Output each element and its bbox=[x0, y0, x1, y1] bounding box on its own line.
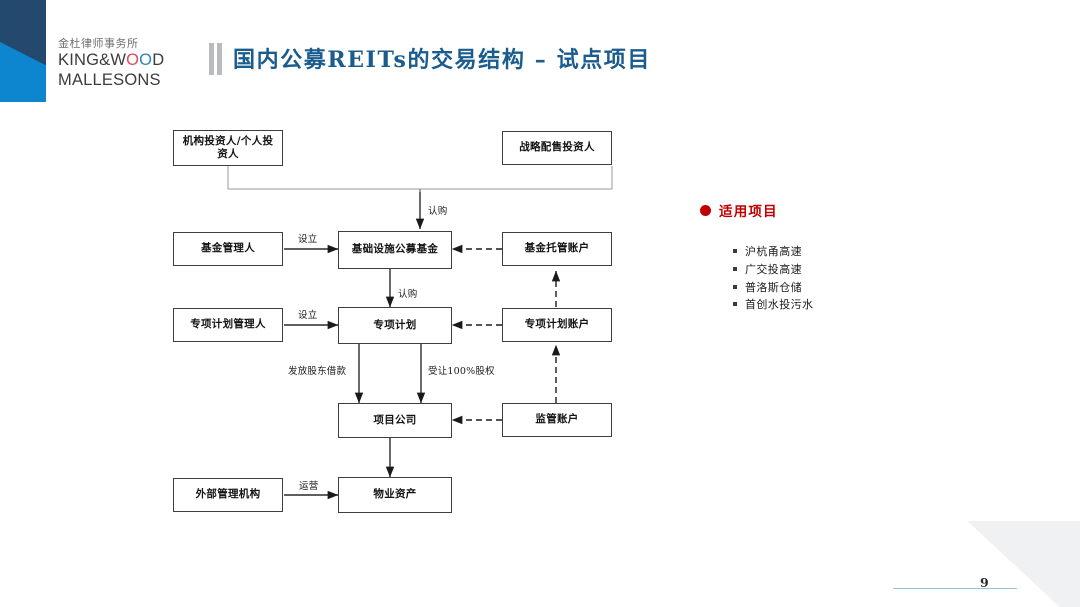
brand-logo-mark bbox=[0, 0, 46, 102]
square-bullet-icon bbox=[733, 249, 737, 253]
applicable-projects-label: 适用项目 bbox=[719, 204, 778, 220]
node-supervision-account[interactable]: 监管账户 bbox=[502, 403, 612, 437]
red-dot-icon bbox=[700, 204, 711, 216]
brand-wordmark: 金杜律师事务所 KING&WOOD MALLESONS bbox=[58, 38, 178, 90]
node-external-manager[interactable]: 外部管理机构 bbox=[173, 478, 283, 512]
page-title: 国内公募REITs的交易结构 – 试点项目 bbox=[233, 47, 651, 73]
list-item-label: 广交投高速 bbox=[745, 262, 802, 276]
edge-label-establish-fund: 设立 bbox=[298, 234, 318, 245]
list-item[interactable]: 沪杭甬高速 bbox=[733, 243, 813, 261]
edge-label-subscribe-mid: 认购 bbox=[398, 289, 418, 300]
page-number: 9 bbox=[980, 575, 989, 590]
list-item[interactable]: 首创水投污水 bbox=[733, 296, 813, 314]
title-accent-bar-1 bbox=[209, 43, 214, 75]
list-item-label: 沪杭甬高速 bbox=[745, 245, 802, 258]
list-item-label: 首创水投污水 bbox=[745, 298, 814, 312]
node-strategic-investors[interactable]: 战略配售投资人 bbox=[502, 131, 612, 165]
title-accent-bar-2 bbox=[217, 43, 222, 75]
node-fund-manager[interactable]: 基金管理人 bbox=[173, 232, 283, 266]
applicable-projects-heading: 适用项目 bbox=[700, 200, 778, 220]
square-bullet-icon bbox=[733, 284, 737, 289]
edge-label-subscribe-top: 认购 bbox=[428, 206, 448, 217]
list-item[interactable]: 普洛斯仓储 bbox=[733, 279, 813, 297]
brand-english-name-line2: MALLESONS bbox=[58, 71, 161, 90]
brand-english-name-line1: KING&WOOD bbox=[58, 51, 178, 69]
brand-en-o-blue: O bbox=[139, 51, 153, 69]
edge-label-operate: 运营 bbox=[299, 481, 319, 492]
edge-label-establish-plan: 设立 bbox=[298, 310, 318, 321]
brand-en-o-red: O bbox=[126, 51, 140, 69]
edge-label-equity-transfer: 受让100%股权 bbox=[428, 366, 495, 377]
node-institutional-investors[interactable]: 机构投资人/个人投资人 bbox=[173, 130, 283, 166]
brand-navy-triangle bbox=[0, 0, 46, 102]
title-accent-bars bbox=[209, 43, 225, 75]
node-special-plan-manager[interactable]: 专项计划管理人 bbox=[173, 308, 283, 342]
list-item[interactable]: 广交投高速 bbox=[733, 261, 813, 279]
square-bullet-icon bbox=[733, 266, 737, 271]
edge-investors-bracket bbox=[227, 166, 613, 190]
edge-label-shareholder-loan: 发放股东借款 bbox=[288, 366, 347, 377]
node-special-plan-account[interactable]: 专项计划账户 bbox=[502, 308, 612, 342]
node-special-plan[interactable]: 专项计划 bbox=[338, 307, 452, 344]
brand-en-a: KING&W bbox=[58, 51, 127, 69]
node-infrastructure-public-fund[interactable]: 基础设施公募基金 bbox=[338, 231, 452, 269]
list-item-label: 普洛斯仓储 bbox=[745, 280, 802, 294]
node-property-assets[interactable]: 物业资产 bbox=[338, 477, 452, 513]
square-bullet-icon bbox=[733, 302, 737, 307]
brand-chinese-name: 金杜律师事务所 bbox=[58, 37, 139, 50]
applicable-projects-list: 沪杭甬高速 广交投高速 普洛斯仓储 首创水投污水 bbox=[733, 243, 813, 314]
node-fund-custody-account[interactable]: 基金托管账户 bbox=[502, 232, 612, 266]
node-project-company[interactable]: 项目公司 bbox=[338, 403, 452, 438]
brand-en-b: D bbox=[152, 51, 165, 69]
footer-rule bbox=[893, 588, 1017, 589]
